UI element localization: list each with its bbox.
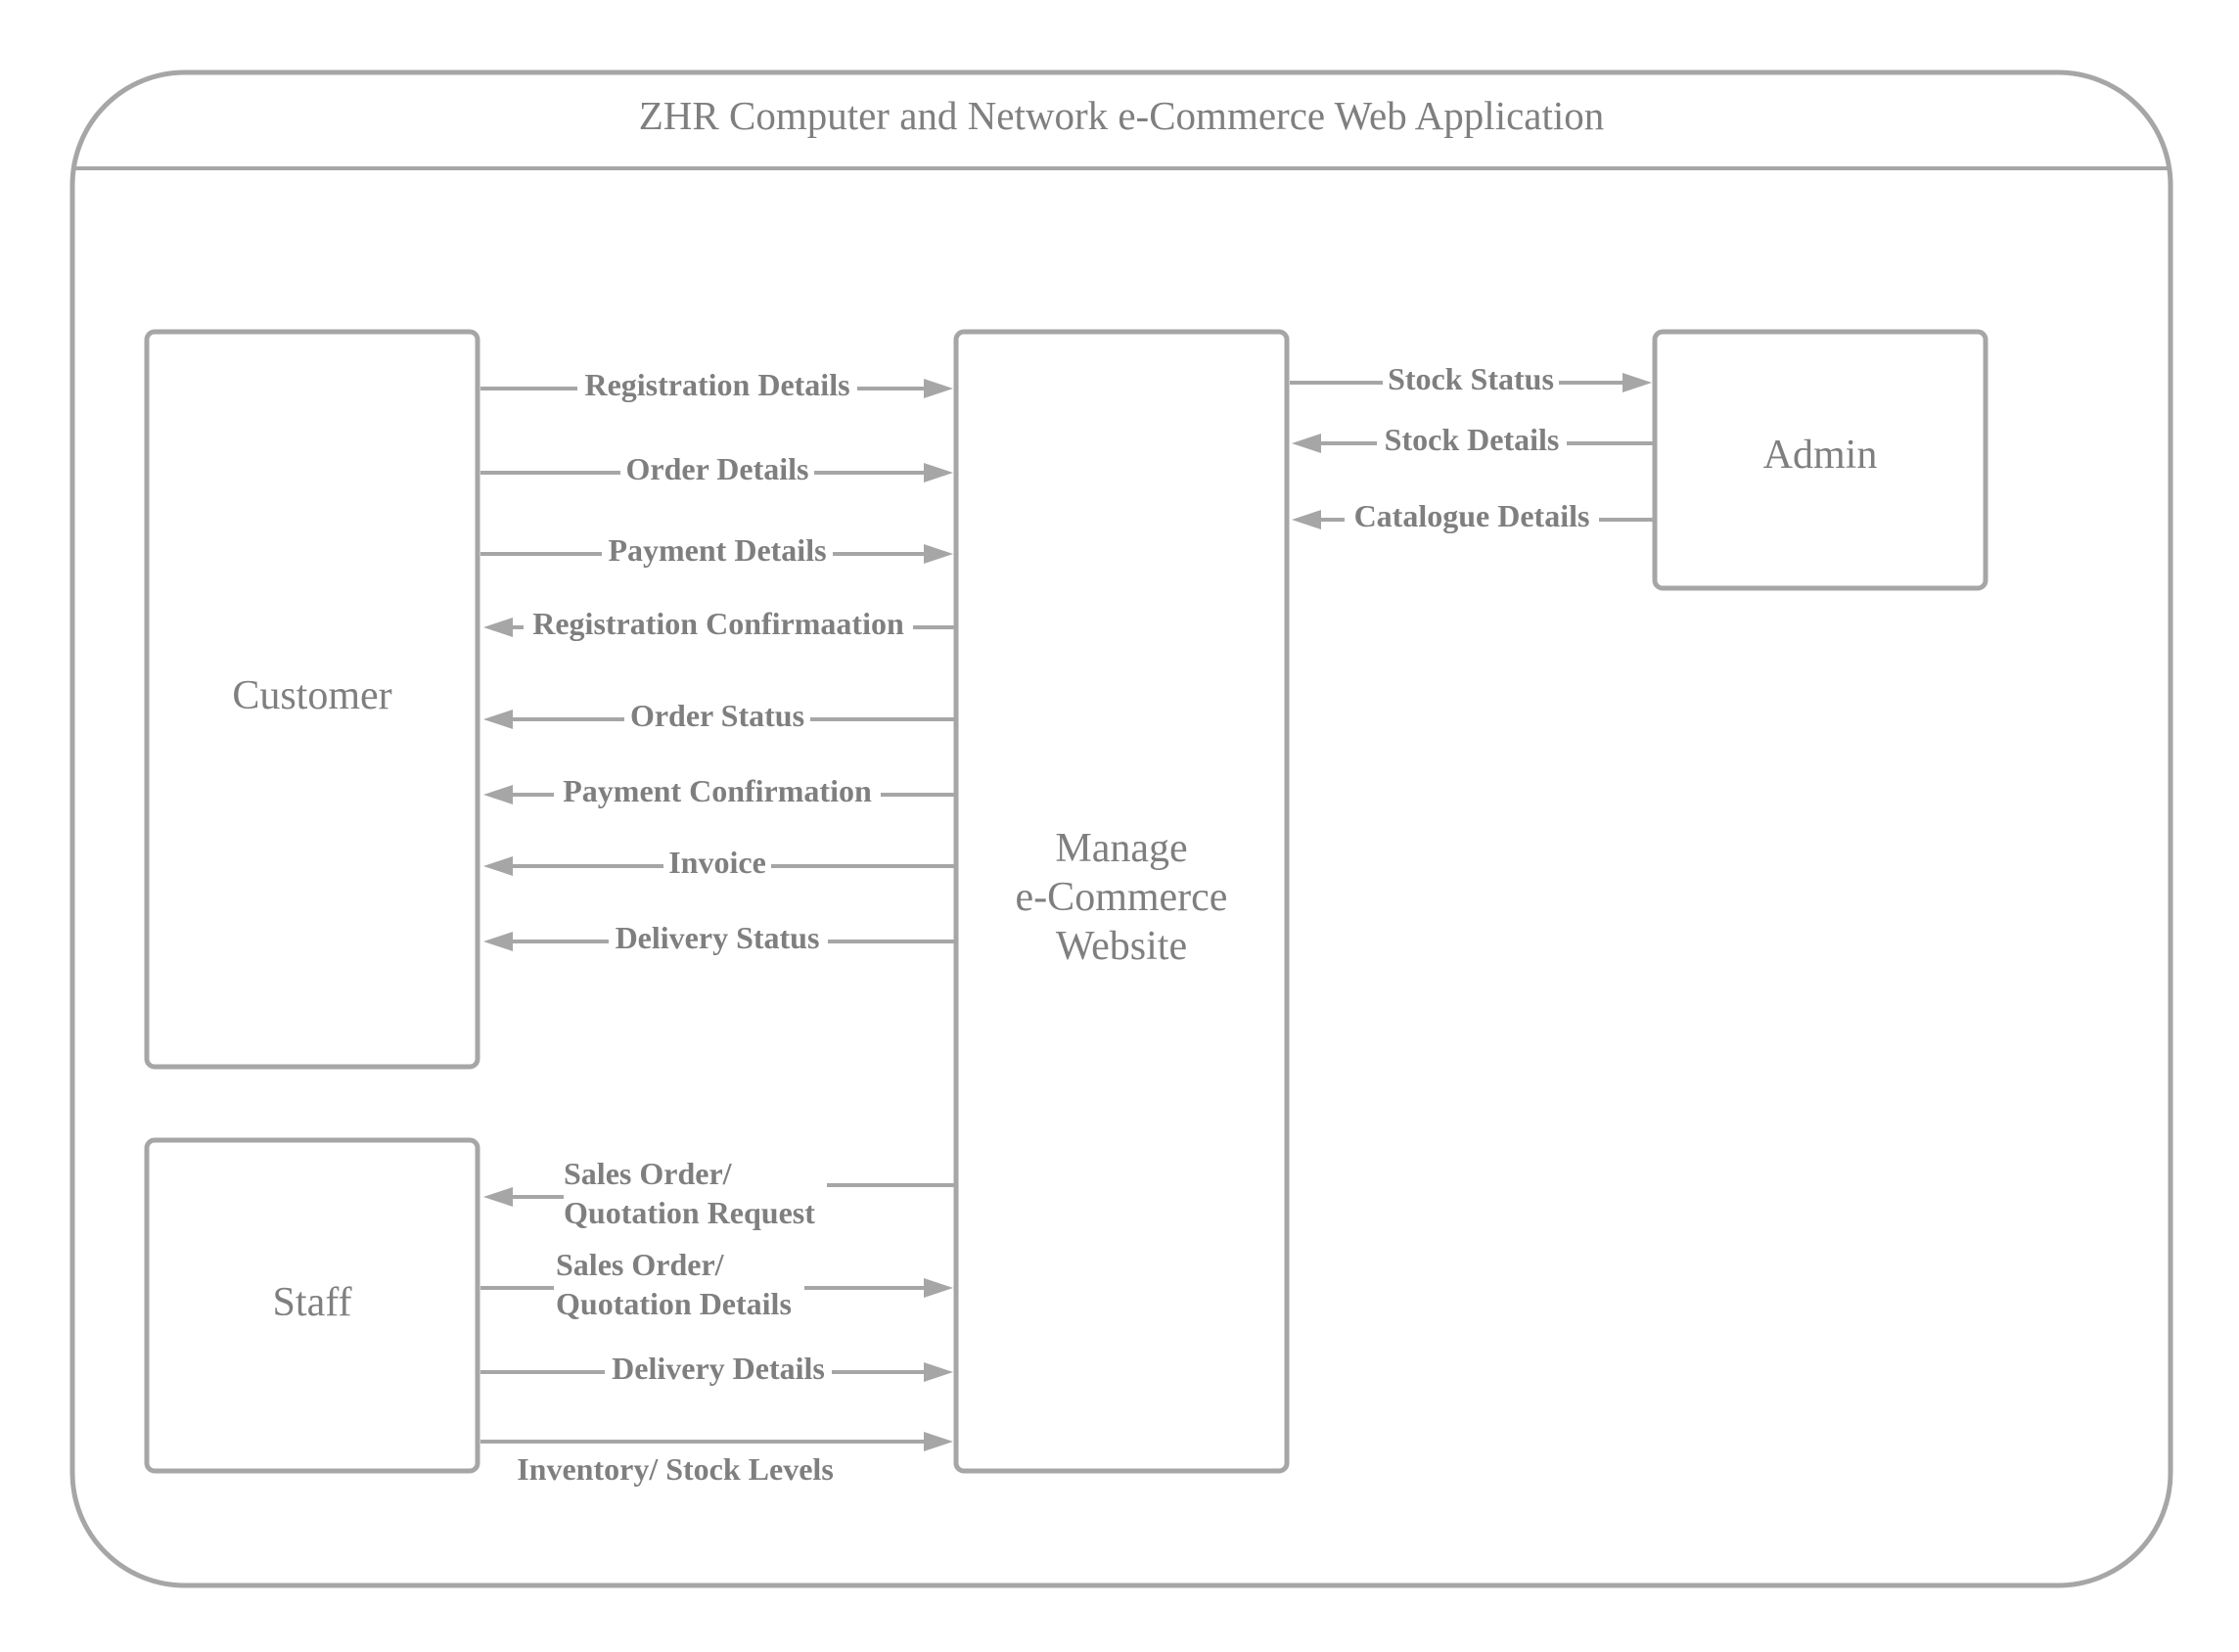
- flow-sales-order-request-line1: Sales Order/: [564, 1156, 733, 1191]
- customer-label: Customer: [232, 673, 391, 718]
- flow-order-status: Order Status: [630, 698, 804, 733]
- flow-stock-status: Stock Status: [1388, 361, 1554, 396]
- staff-label: Staff: [273, 1280, 352, 1325]
- arrowhead-icon: [1622, 373, 1652, 392]
- flow-delivery-status: Delivery Status: [616, 920, 820, 955]
- arrowhead-icon: [483, 856, 513, 876]
- arrowhead-icon: [483, 932, 513, 951]
- process-label-line3: Website: [1056, 924, 1187, 969]
- arrowhead-icon: [924, 1432, 953, 1451]
- flow-sales-order-details-line2: Quotation Details: [556, 1286, 792, 1321]
- flow-payment-details: Payment Details: [608, 532, 826, 568]
- flow-sales-order-request-line2: Quotation Request: [564, 1195, 815, 1230]
- arrowhead-icon: [1292, 434, 1321, 453]
- admin-label: Admin: [1763, 433, 1878, 478]
- customer-entity: [144, 329, 480, 1070]
- flow-sales-order-details-line1: Sales Order/: [556, 1247, 725, 1282]
- flow-payment-confirmation: Payment Confirmation: [563, 773, 872, 808]
- arrowhead-icon: [924, 379, 953, 398]
- flow-registration-details: Registration Details: [584, 367, 849, 402]
- arrowhead-icon: [1292, 510, 1321, 529]
- arrowhead-icon: [483, 1187, 513, 1207]
- manage-ecommerce-process: [953, 329, 1290, 1474]
- staff-entity: [144, 1137, 480, 1474]
- flow-stock-details: Stock Details: [1385, 422, 1560, 457]
- flow-registration-confirmation: Registration Confirmaation: [532, 606, 904, 641]
- arrowhead-icon: [924, 463, 953, 482]
- flow-order-details: Order Details: [626, 451, 809, 486]
- arrowhead-icon: [483, 785, 513, 804]
- process-label-line2: e-Commerce: [1016, 875, 1228, 920]
- diagram-title: ZHR Computer and Network e-Commerce Web …: [639, 93, 1605, 138]
- arrowhead-icon: [924, 544, 953, 564]
- arrowhead-icon: [483, 618, 513, 637]
- flow-delivery-details: Delivery Details: [612, 1351, 825, 1386]
- process-label-line1: Manage: [1055, 826, 1187, 871]
- flow-inventory-stock-levels: Inventory/ Stock Levels: [517, 1451, 834, 1487]
- admin-entity: [1652, 329, 1988, 591]
- arrowhead-icon: [924, 1362, 953, 1382]
- arrowhead-icon: [483, 710, 513, 729]
- flow-catalogue-details: Catalogue Details: [1354, 498, 1590, 533]
- flow-invoice: Invoice: [668, 845, 766, 880]
- arrowhead-icon: [924, 1278, 953, 1298]
